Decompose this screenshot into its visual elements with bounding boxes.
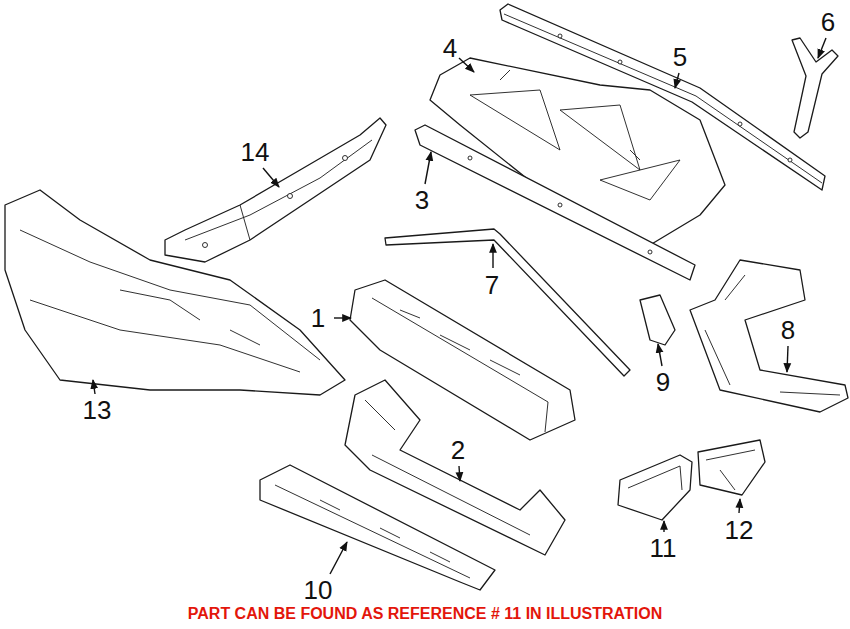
air-duct [698, 440, 765, 495]
hole [648, 250, 652, 254]
leader-arrow [658, 344, 662, 366]
callout-number: 13 [83, 396, 112, 425]
side-bracket [690, 260, 848, 412]
bumper-absorber [260, 465, 495, 590]
leader-arrow [818, 38, 826, 58]
absorber-detail [275, 485, 470, 578]
hole [558, 203, 562, 207]
callout-number: 2 [451, 436, 465, 465]
hole [203, 243, 208, 248]
hole [558, 34, 562, 38]
panel-detail [185, 140, 372, 240]
callout-number: 14 [241, 138, 270, 167]
leader-arrow [675, 73, 679, 88]
leader-arrow [425, 152, 431, 184]
callout-number: 3 [415, 186, 429, 215]
leader-arrow [492, 244, 493, 268]
callout-number: 7 [485, 271, 499, 300]
hole [343, 156, 348, 161]
callout-number: 1 [311, 304, 325, 333]
callout-number: 5 [673, 43, 687, 72]
hole [738, 122, 742, 126]
leader-arrow [334, 317, 351, 318]
leader-arrow [459, 58, 474, 72]
duct-detail [628, 466, 682, 490]
hole [788, 158, 792, 162]
leader-arrow [459, 466, 460, 481]
duct-detail [706, 450, 755, 490]
y-bracket [792, 38, 838, 138]
leader-arrow [93, 380, 95, 394]
callout-number: 8 [781, 316, 795, 345]
small-bracket [640, 295, 675, 345]
leader-arrow [739, 499, 740, 513]
callout-number: 10 [304, 576, 333, 605]
leader-arrow [787, 346, 788, 372]
hole [618, 60, 622, 64]
leader-arrow [263, 168, 279, 187]
callout-number: 4 [443, 34, 457, 63]
cross-bar [415, 125, 695, 280]
bracket-detail [705, 275, 840, 395]
support-detail [365, 400, 530, 535]
hole [288, 194, 293, 199]
deflector-panel [165, 118, 386, 262]
callout-number: 6 [821, 8, 835, 37]
callout-number: 11 [650, 534, 677, 563]
leader-arrow [663, 521, 664, 532]
callout-number: 12 [725, 516, 754, 545]
hole [468, 156, 472, 160]
air-duct [618, 455, 692, 520]
callout-number: 9 [656, 368, 670, 397]
note-text: PART CAN BE FOUND AS REFERENCE # 11 IN I… [186, 605, 664, 623]
splash-shield [5, 190, 345, 395]
leader-arrow [330, 542, 347, 574]
